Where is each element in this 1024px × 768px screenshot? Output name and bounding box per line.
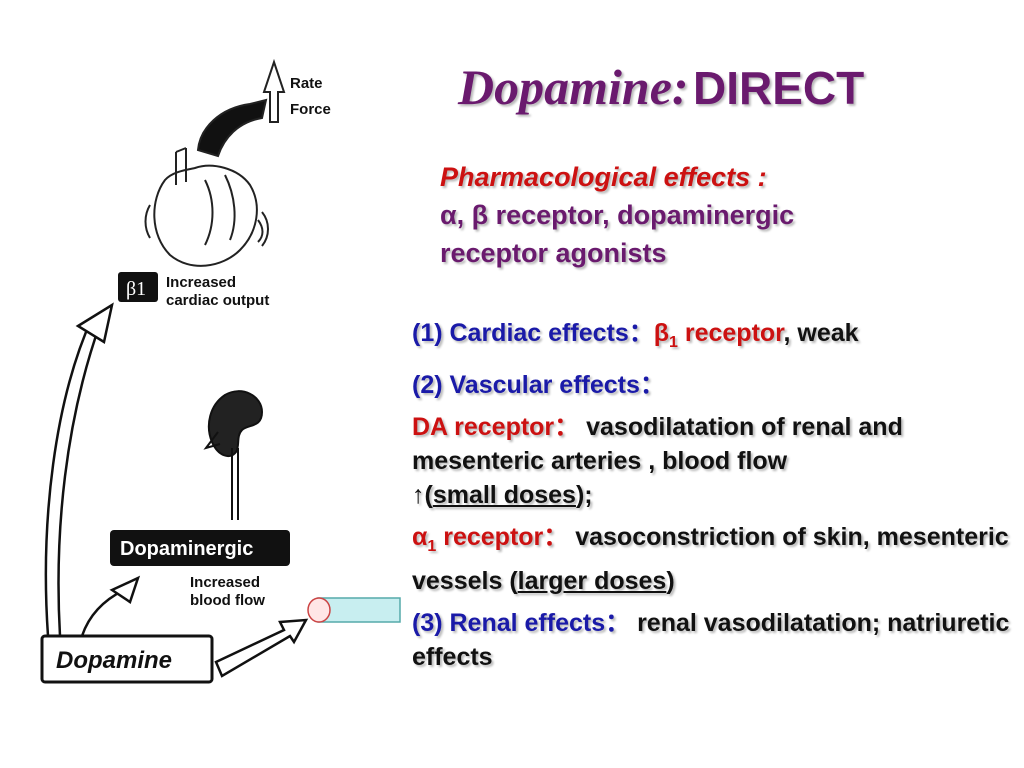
effect-alpha1: α1 receptor： vasoconstriction of skin, m… xyxy=(412,520,1012,598)
pharm-line-2: receptor agonists xyxy=(440,238,667,268)
da-paren-close: ); xyxy=(575,481,593,509)
kidney-icon xyxy=(203,390,264,520)
pharm-heading: Pharmacological effects : xyxy=(440,162,767,192)
force-label: Force xyxy=(290,101,331,118)
dopamine-diagram: Rate Force β1 Increased cardiac output D… xyxy=(40,58,401,684)
blood-flow-label: blood flow xyxy=(190,592,265,609)
alpha1-sub: 1 xyxy=(427,538,437,555)
up-arrow-icon: ↑ xyxy=(412,481,425,509)
dopamine-box-label: Dopamine xyxy=(56,647,172,674)
increased-label-2: Increased xyxy=(190,574,260,591)
blood-vessel-icon xyxy=(307,597,401,623)
beta1-box-label: β1 xyxy=(126,278,146,300)
effect-renal: (3) Renal effects： renal vasodilatation;… xyxy=(412,606,1012,674)
da-small-doses: small doses xyxy=(432,481,576,509)
title-bold: DIRECT xyxy=(693,62,865,114)
effect-vascular: (2) Vascular effects： xyxy=(412,371,665,399)
cardiac-label: (1) Cardiac effects： xyxy=(412,319,654,347)
da-label: DA receptor： xyxy=(412,413,580,441)
arrow-to-cardiac-icon xyxy=(44,302,114,637)
up-arrow-icon xyxy=(262,58,286,123)
cardiac-output-label: cardiac output xyxy=(166,292,269,309)
rate-label: Rate xyxy=(290,75,323,92)
alpha1-symbol: α xyxy=(412,523,428,551)
cardiac-beta-sub: 1 xyxy=(669,334,678,351)
arrow-to-vessel-icon xyxy=(214,618,309,678)
effect-cardiac: (1) Cardiac effects：β1 receptor, weak xyxy=(412,316,1012,360)
alpha1-label: α1 receptor： xyxy=(412,523,569,555)
da-paren-open: ( xyxy=(424,481,433,509)
cardiac-receptor: receptor xyxy=(677,319,784,347)
pharm-beta: β xyxy=(471,200,489,230)
pharm-line1-rest: receptor, dopaminergic xyxy=(488,200,795,230)
heart-icon xyxy=(144,98,269,267)
dopaminergic-box-label: Dopaminergic xyxy=(120,538,253,560)
dopamine-box: Dopamine xyxy=(40,634,214,684)
pharmacological-effects: Pharmacological effects : α, β receptor,… xyxy=(440,158,910,272)
alpha1-close: ) xyxy=(666,567,675,595)
pharm-comma: , xyxy=(456,200,472,230)
pharm-alpha: α xyxy=(440,200,457,230)
arrow-to-dopaminergic-icon xyxy=(80,575,141,637)
effects-list: (1) Cardiac effects：β1 receptor, weak (2… xyxy=(412,316,1012,682)
alpha1-text: vasoconstriction of skin, mesenteric ves… xyxy=(412,523,1009,595)
beta1-box: β1 xyxy=(118,272,158,302)
alpha1-receptor: receptor： xyxy=(436,523,569,551)
pharm-line-1: α, β receptor, dopaminergic xyxy=(440,196,910,234)
cardiac-beta: β1 receptor xyxy=(653,319,784,351)
slide-title: Dopamine: DIRECT xyxy=(458,58,864,116)
alpha1-larger-doses: larger doses xyxy=(517,567,667,595)
cardiac-rest: , weak xyxy=(783,319,859,347)
cardiac-beta-symbol: β xyxy=(653,319,670,347)
da-text: vasodilatation of renal and mesenteric a… xyxy=(412,413,903,475)
effect-da-receptor: DA receptor： vasodilatation of renal and… xyxy=(412,410,1012,512)
renal-text: renal vasodilatation; natriuretic effect… xyxy=(412,609,1010,671)
dopaminergic-box: Dopaminergic xyxy=(110,530,290,566)
title-italic: Dopamine: xyxy=(458,59,689,115)
renal-label: (3) Renal effects： xyxy=(412,609,631,637)
increased-label-1: Increased xyxy=(166,274,236,291)
